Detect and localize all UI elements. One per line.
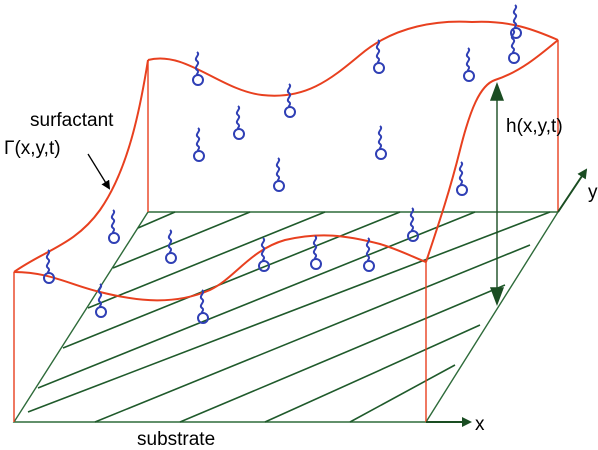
surfactant-molecule bbox=[43, 249, 55, 284]
surfactant-head bbox=[510, 27, 522, 39]
surfactant-tail bbox=[167, 229, 173, 254]
hatch-line bbox=[179, 284, 506, 423]
surfactant-head bbox=[233, 128, 245, 140]
surfactant-molecule bbox=[407, 207, 419, 242]
height-label: h(x,y,t) bbox=[506, 116, 563, 137]
hatch-line bbox=[349, 364, 456, 423]
gamma-label: Γ(x,y,t) bbox=[4, 138, 61, 159]
axes bbox=[426, 168, 588, 427]
substrate-label: substrate bbox=[137, 429, 215, 450]
surfactant-tail bbox=[194, 51, 200, 76]
surfactant-molecule bbox=[197, 289, 209, 324]
film-surface bbox=[13, 20, 559, 302]
film-left-edge bbox=[13, 59, 149, 273]
surfactant-molecule bbox=[258, 237, 270, 272]
film-front-edge bbox=[13, 234, 427, 302]
surfactant-tail bbox=[235, 105, 241, 130]
surfactant-head bbox=[373, 62, 385, 74]
surfactant-molecule bbox=[508, 29, 520, 64]
film-vertical-edges bbox=[13, 40, 559, 422]
surfactant-head bbox=[193, 150, 205, 162]
height-arrow-top-head bbox=[489, 82, 505, 101]
surfactant-label: surfactant bbox=[30, 110, 114, 131]
surfactant-tail bbox=[377, 125, 383, 150]
surfactant-molecule bbox=[108, 209, 120, 244]
surfactant-molecule bbox=[463, 47, 475, 82]
surfactant-molecule bbox=[193, 127, 205, 162]
surfactant-head bbox=[508, 52, 520, 64]
hatch-line bbox=[94, 244, 531, 423]
hatch-line bbox=[264, 324, 481, 423]
surfactant-molecule bbox=[375, 125, 387, 160]
surfactant-head bbox=[192, 74, 204, 86]
surfactant-head bbox=[43, 272, 55, 284]
surfactant-molecule bbox=[373, 39, 385, 74]
surfactant-head bbox=[258, 260, 270, 272]
surfactant-molecule bbox=[456, 161, 468, 196]
substrate-plane bbox=[12, 211, 560, 423]
hatch-line bbox=[137, 211, 176, 229]
surfactant-tail bbox=[365, 237, 371, 262]
height-indicator bbox=[489, 82, 505, 306]
surfactant-head bbox=[108, 232, 120, 244]
surfactant-pointer-arrow bbox=[87, 153, 111, 190]
surfactant-molecule bbox=[192, 51, 204, 86]
surfactant-tail bbox=[312, 235, 318, 260]
surfactant-head bbox=[197, 312, 209, 324]
surfactant-tail bbox=[110, 209, 116, 234]
surfactant-head bbox=[463, 70, 475, 82]
surfactant-molecule bbox=[363, 237, 375, 272]
surfactant-tail bbox=[409, 207, 415, 232]
surfactant-tail bbox=[97, 283, 103, 308]
surfactant-tail bbox=[510, 29, 516, 54]
surfactant-molecules bbox=[43, 4, 522, 324]
surfactant-molecule bbox=[284, 83, 296, 118]
surfactant-tail bbox=[260, 237, 266, 262]
y-axis-label: y bbox=[588, 182, 598, 203]
film-right-edge bbox=[425, 39, 559, 263]
surfactant-head bbox=[95, 306, 107, 318]
hatch-line bbox=[62, 211, 401, 349]
y-axis-arrow bbox=[557, 168, 588, 213]
surfactant-head bbox=[284, 106, 296, 118]
substrate-outline bbox=[12, 211, 560, 423]
surfactant-head bbox=[273, 180, 285, 192]
surfactant-tail bbox=[375, 39, 381, 64]
surfactant-tail bbox=[458, 161, 464, 186]
surfactant-head bbox=[456, 184, 468, 196]
height-arrow-bottom-head bbox=[489, 287, 505, 306]
surfactant-molecule bbox=[95, 283, 107, 318]
surfactant-head bbox=[375, 148, 387, 160]
surfactant-head bbox=[407, 230, 419, 242]
surfactant-molecule bbox=[510, 4, 522, 39]
surfactant-tail bbox=[512, 4, 518, 29]
hatch-line bbox=[37, 211, 476, 389]
surfactant-tail bbox=[286, 83, 292, 108]
surfactant-tail bbox=[195, 127, 201, 152]
surfactant-head bbox=[310, 258, 322, 270]
hatch-line bbox=[112, 211, 251, 269]
surfactant-molecule bbox=[273, 157, 285, 192]
hatch-line bbox=[27, 211, 551, 413]
substrate-hatching bbox=[27, 211, 551, 423]
surfactant-head bbox=[363, 260, 375, 272]
surfactant-tail bbox=[45, 249, 51, 274]
hatch-line bbox=[87, 211, 326, 309]
surfactant-molecule bbox=[165, 229, 177, 264]
surfactant-tail bbox=[465, 47, 471, 72]
surfactant-tail bbox=[275, 157, 281, 182]
surfactant-head bbox=[165, 252, 177, 264]
surfactant-molecule bbox=[310, 235, 322, 270]
x-axis-label: x bbox=[475, 414, 485, 435]
surfactant-molecule bbox=[233, 105, 245, 140]
film-back-edge bbox=[147, 20, 559, 97]
surfactant-tail bbox=[199, 289, 205, 314]
